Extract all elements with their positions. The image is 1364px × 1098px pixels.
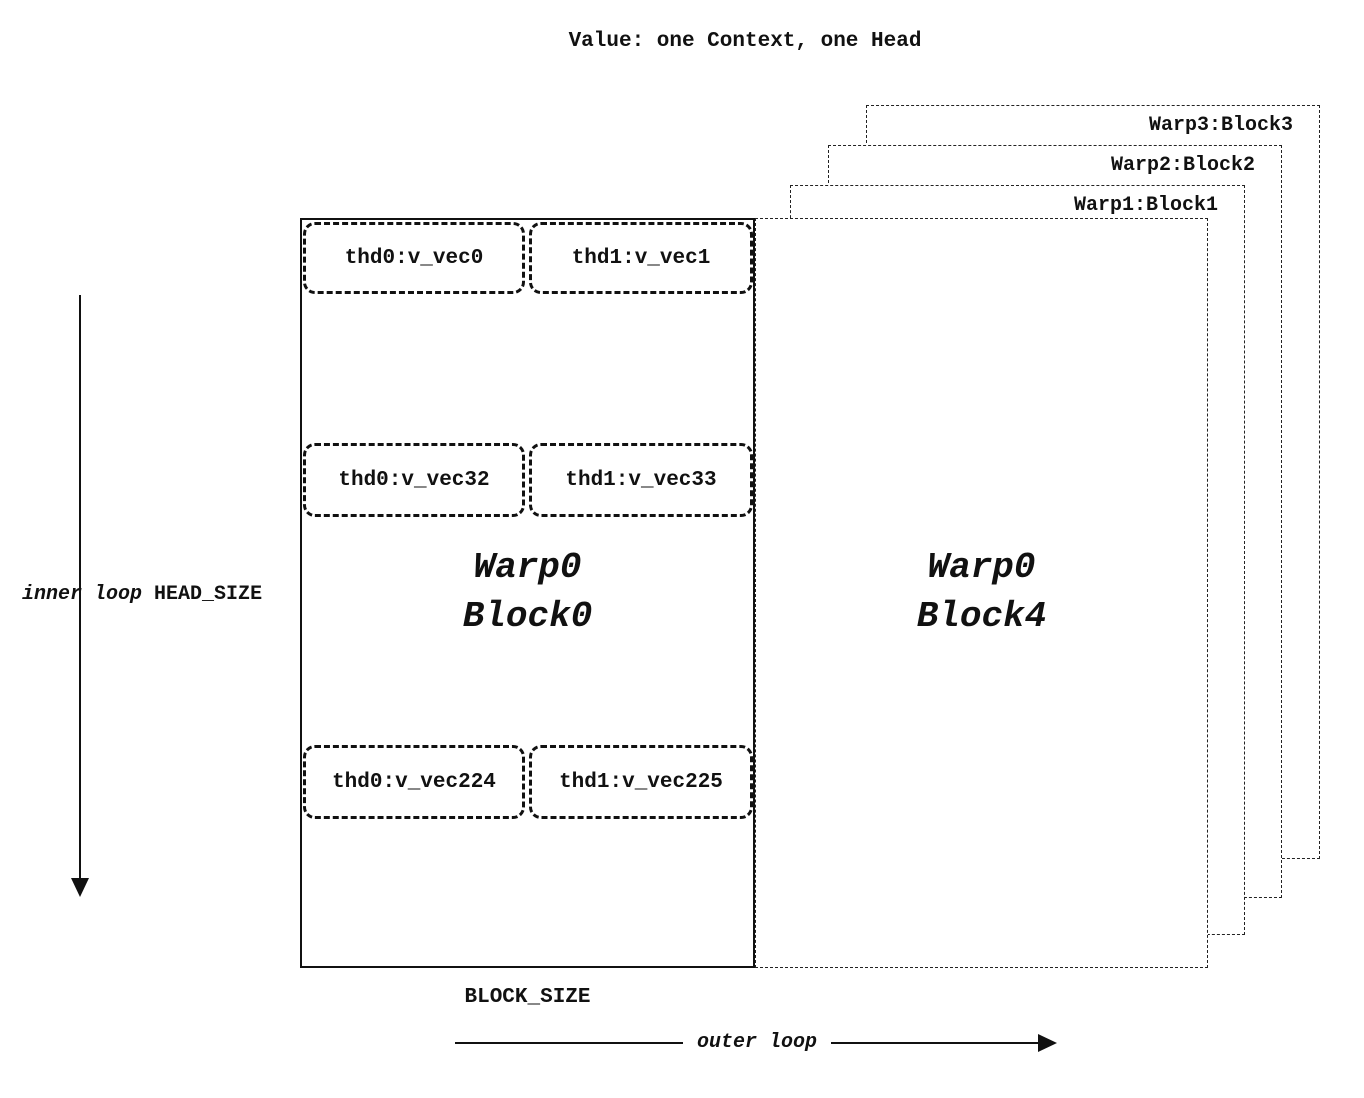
inner-loop-text: inner loop: [22, 583, 143, 606]
diagram-title: Value: one Context, one Head: [568, 30, 922, 53]
thread-box-thd1-vvec225: thd1:v_vec225: [529, 745, 753, 819]
block-warp0-block0: Warp0 Block0: [300, 218, 755, 968]
block-size-label: BLOCK_SIZE: [464, 986, 591, 1009]
thread-box-thd0-vvec0: thd0:v_vec0: [303, 222, 525, 294]
thread-box-thd0-vvec224: thd0:v_vec224: [303, 745, 525, 819]
block-warp0-block0-label: Warp0 Block0: [463, 544, 593, 641]
block-warp0-block0-line1: Warp0: [473, 547, 582, 589]
inner-loop-axis-label: inner loop HEAD_SIZE: [22, 583, 262, 606]
inner-loop-arrowhead-icon: [71, 878, 89, 897]
thread-box-thd1-vvec33: thd1:v_vec33: [529, 443, 753, 517]
block-warp0-block4-line1: Warp0: [927, 547, 1036, 589]
block-warp0-block4: Warp0 Block4: [755, 218, 1208, 968]
outer-loop-label: outer loop: [683, 1031, 831, 1054]
thread-box-thd1-vvec1: thd1:v_vec1: [529, 222, 753, 294]
head-size-text: HEAD_SIZE: [154, 583, 263, 606]
block-warp0-block4-label: Warp0 Block4: [917, 544, 1047, 641]
inner-loop-arrow-line: [79, 295, 81, 880]
block-warp3-label: Warp3:Block3: [1148, 114, 1293, 137]
block-warp0-block0-line2: Block0: [462, 596, 593, 637]
outer-loop-arrowhead-icon: [1038, 1034, 1057, 1052]
block-warp2-label: Warp2:Block2: [1110, 154, 1255, 177]
block-warp1-label: Warp1:Block1: [1073, 194, 1218, 217]
block-warp0-block4-line2: Block4: [916, 596, 1047, 637]
thread-box-thd0-vvec32: thd0:v_vec32: [303, 443, 525, 517]
